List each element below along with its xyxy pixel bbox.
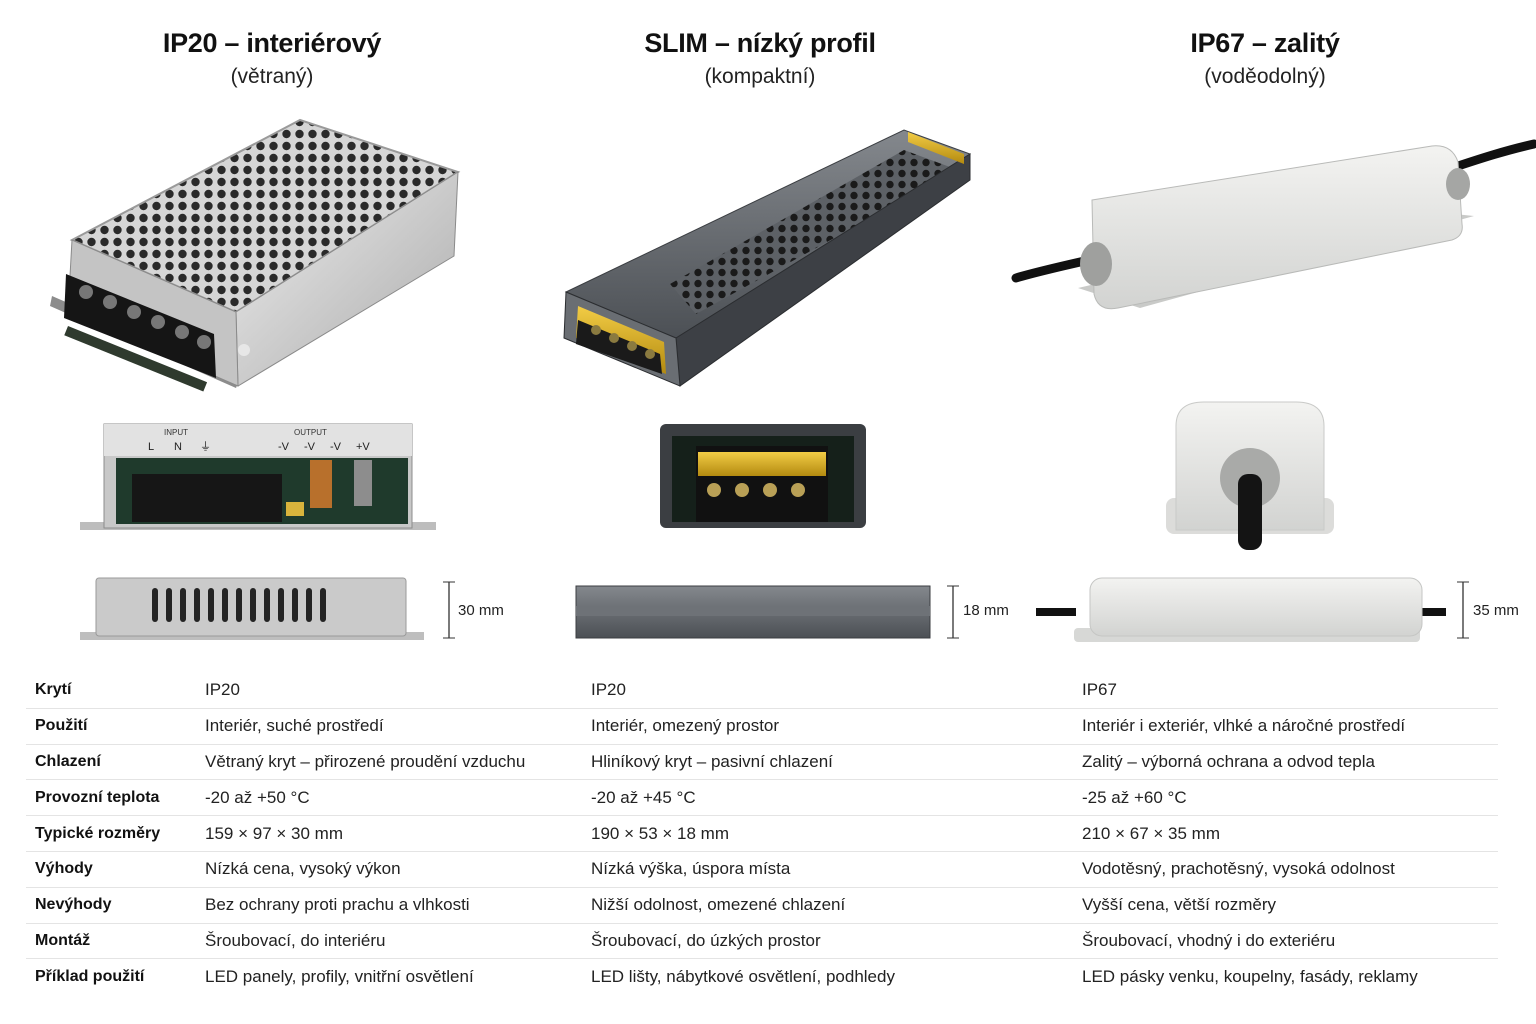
row-label: Nevýhody — [26, 887, 196, 924]
column-title: IP67 – zalitý — [1190, 28, 1340, 58]
terminal-label: ⏚ — [200, 440, 211, 453]
terminal-label: N — [174, 441, 182, 453]
vent-slot — [292, 588, 298, 622]
output-label: OUTPUT — [294, 428, 327, 437]
slim-front-view — [660, 424, 866, 528]
vent-slot — [306, 588, 312, 622]
table-cell: Nízká výška, úspora místa — [582, 851, 1073, 888]
terminal-label: +V — [356, 441, 370, 453]
table-cell: Vodotěsný, prachotěsný, vysoká odolnost — [1073, 851, 1498, 888]
terminal-label: -V — [278, 441, 290, 453]
vent-slot — [236, 588, 242, 622]
table-cell: IP20 — [582, 673, 1073, 709]
table-row: Příklad použití LED panely, profily, vnit… — [26, 959, 1498, 994]
vent-slot — [208, 588, 214, 622]
row-label: Provozní teplota — [26, 779, 196, 817]
column-heading-slim: SLIM – nízký profil (kompaktní) — [550, 28, 970, 89]
table-cell: 159 × 97 × 30 mm — [196, 815, 582, 852]
vent-slot — [320, 588, 326, 622]
slim-side-profile — [575, 585, 931, 639]
table-cell: -20 až +50 °C — [196, 779, 582, 817]
table-cell: Hliníkový kryt – pasivní chlazení — [582, 744, 1073, 781]
input-label: INPUT — [164, 428, 188, 437]
table-cell: Interiér, omezený prostor — [582, 708, 1073, 745]
row-label: Chlazení — [26, 744, 196, 781]
table-cell: Zalitý – výborná ochrana a odvod tepla — [1073, 744, 1498, 781]
column-subtitle: (kompaktní) — [704, 65, 816, 88]
column-heading-ip20: IP20 – interiérový (větraný) — [62, 28, 482, 89]
height-label-ip67: 35 mm — [1473, 602, 1519, 619]
table-row: Provozní teplota-20 až +50 °C-20 až +45 … — [26, 779, 1498, 817]
vent-slot — [264, 588, 270, 622]
ip20-side-profile — [80, 577, 424, 640]
row-label: Montáž — [26, 923, 196, 960]
row-label: Použití — [26, 708, 196, 745]
table-cell: 210 × 67 × 35 mm — [1073, 815, 1498, 852]
table-cell: Šroubovací, do interiéru — [196, 923, 582, 960]
table-cell: Interiér i exteriér, vlhké a náročné pro… — [1073, 708, 1498, 745]
ip67-side-profile — [1036, 577, 1446, 642]
row-label: Výhody — [26, 851, 196, 888]
table-cell: Šroubovací, vhodný i do exteriéru — [1073, 923, 1498, 960]
table-cell: IP67 — [1073, 673, 1498, 709]
row-label: Krytí — [26, 673, 196, 709]
vent-slot — [194, 588, 200, 622]
ip67-front-view — [1166, 401, 1334, 550]
table-cell: -20 až +45 °C — [582, 779, 1073, 817]
table-cell: Nižší odolnost, omezené chlazení — [582, 887, 1073, 924]
terminal-label: -V — [304, 441, 316, 453]
table-cell: 190 × 53 × 18 mm — [582, 815, 1073, 852]
column-subtitle: (voděodolný) — [1204, 65, 1326, 88]
column-heading-ip67: IP67 – zalitý (voděodolný) — [1055, 28, 1475, 89]
column-subtitle: (větraný) — [230, 65, 314, 88]
table-cell: IP20 — [196, 673, 582, 709]
table-cell: LED pásky venku, koupelny, fasády, rekla… — [1082, 966, 1418, 986]
table-cell: Vyšší cena, větší rozměry — [1073, 887, 1498, 924]
slim-power-supply-image — [563, 129, 972, 387]
height-dimension-arrow — [1457, 581, 1469, 639]
table-cell: Interiér, suché prostředí — [196, 708, 582, 745]
table-cell: LED panely, profily, vnitřní osvětlení — [205, 966, 474, 986]
vent-slot — [152, 588, 158, 622]
height-label-slim: 18 mm — [963, 602, 1009, 619]
table-cell: Šroubovací, do úzkých prostor — [582, 923, 1073, 960]
table-cell: Bez ochrany proti prachu a vlhkosti — [196, 887, 582, 924]
terminal-label: -V — [330, 441, 342, 453]
table-cell: LED lišty, nábytkové osvětlení, podhledy — [591, 966, 895, 986]
vent-slot — [166, 588, 172, 622]
column-title: SLIM – nízký profil — [644, 28, 876, 58]
height-label-ip20: 30 mm — [458, 602, 504, 619]
table-cell: Nízká cena, vysoký výkon — [196, 851, 582, 888]
ip20-power-supply-image — [50, 118, 461, 392]
row-label: Typické rozměry — [26, 815, 196, 852]
height-dimension-arrow — [947, 585, 959, 639]
ip67-power-supply-image — [1011, 139, 1536, 310]
vent-slot — [250, 588, 256, 622]
height-dimension-arrow — [443, 581, 455, 639]
table-cell: -25 až +60 °C — [1073, 779, 1498, 817]
ip20-front-view: INPUT OUTPUT L N ⏚ -V -V -V +V — [80, 423, 436, 530]
column-title: IP20 – interiérový — [162, 28, 382, 58]
table-cell: Větraný kryt – přirozené proudění vzduch… — [196, 744, 582, 781]
terminal-label: L — [148, 441, 154, 453]
vent-slot — [180, 588, 186, 622]
vent-slot — [278, 588, 284, 622]
row-label: Příklad použití — [35, 967, 145, 985]
vent-slot — [222, 588, 228, 622]
